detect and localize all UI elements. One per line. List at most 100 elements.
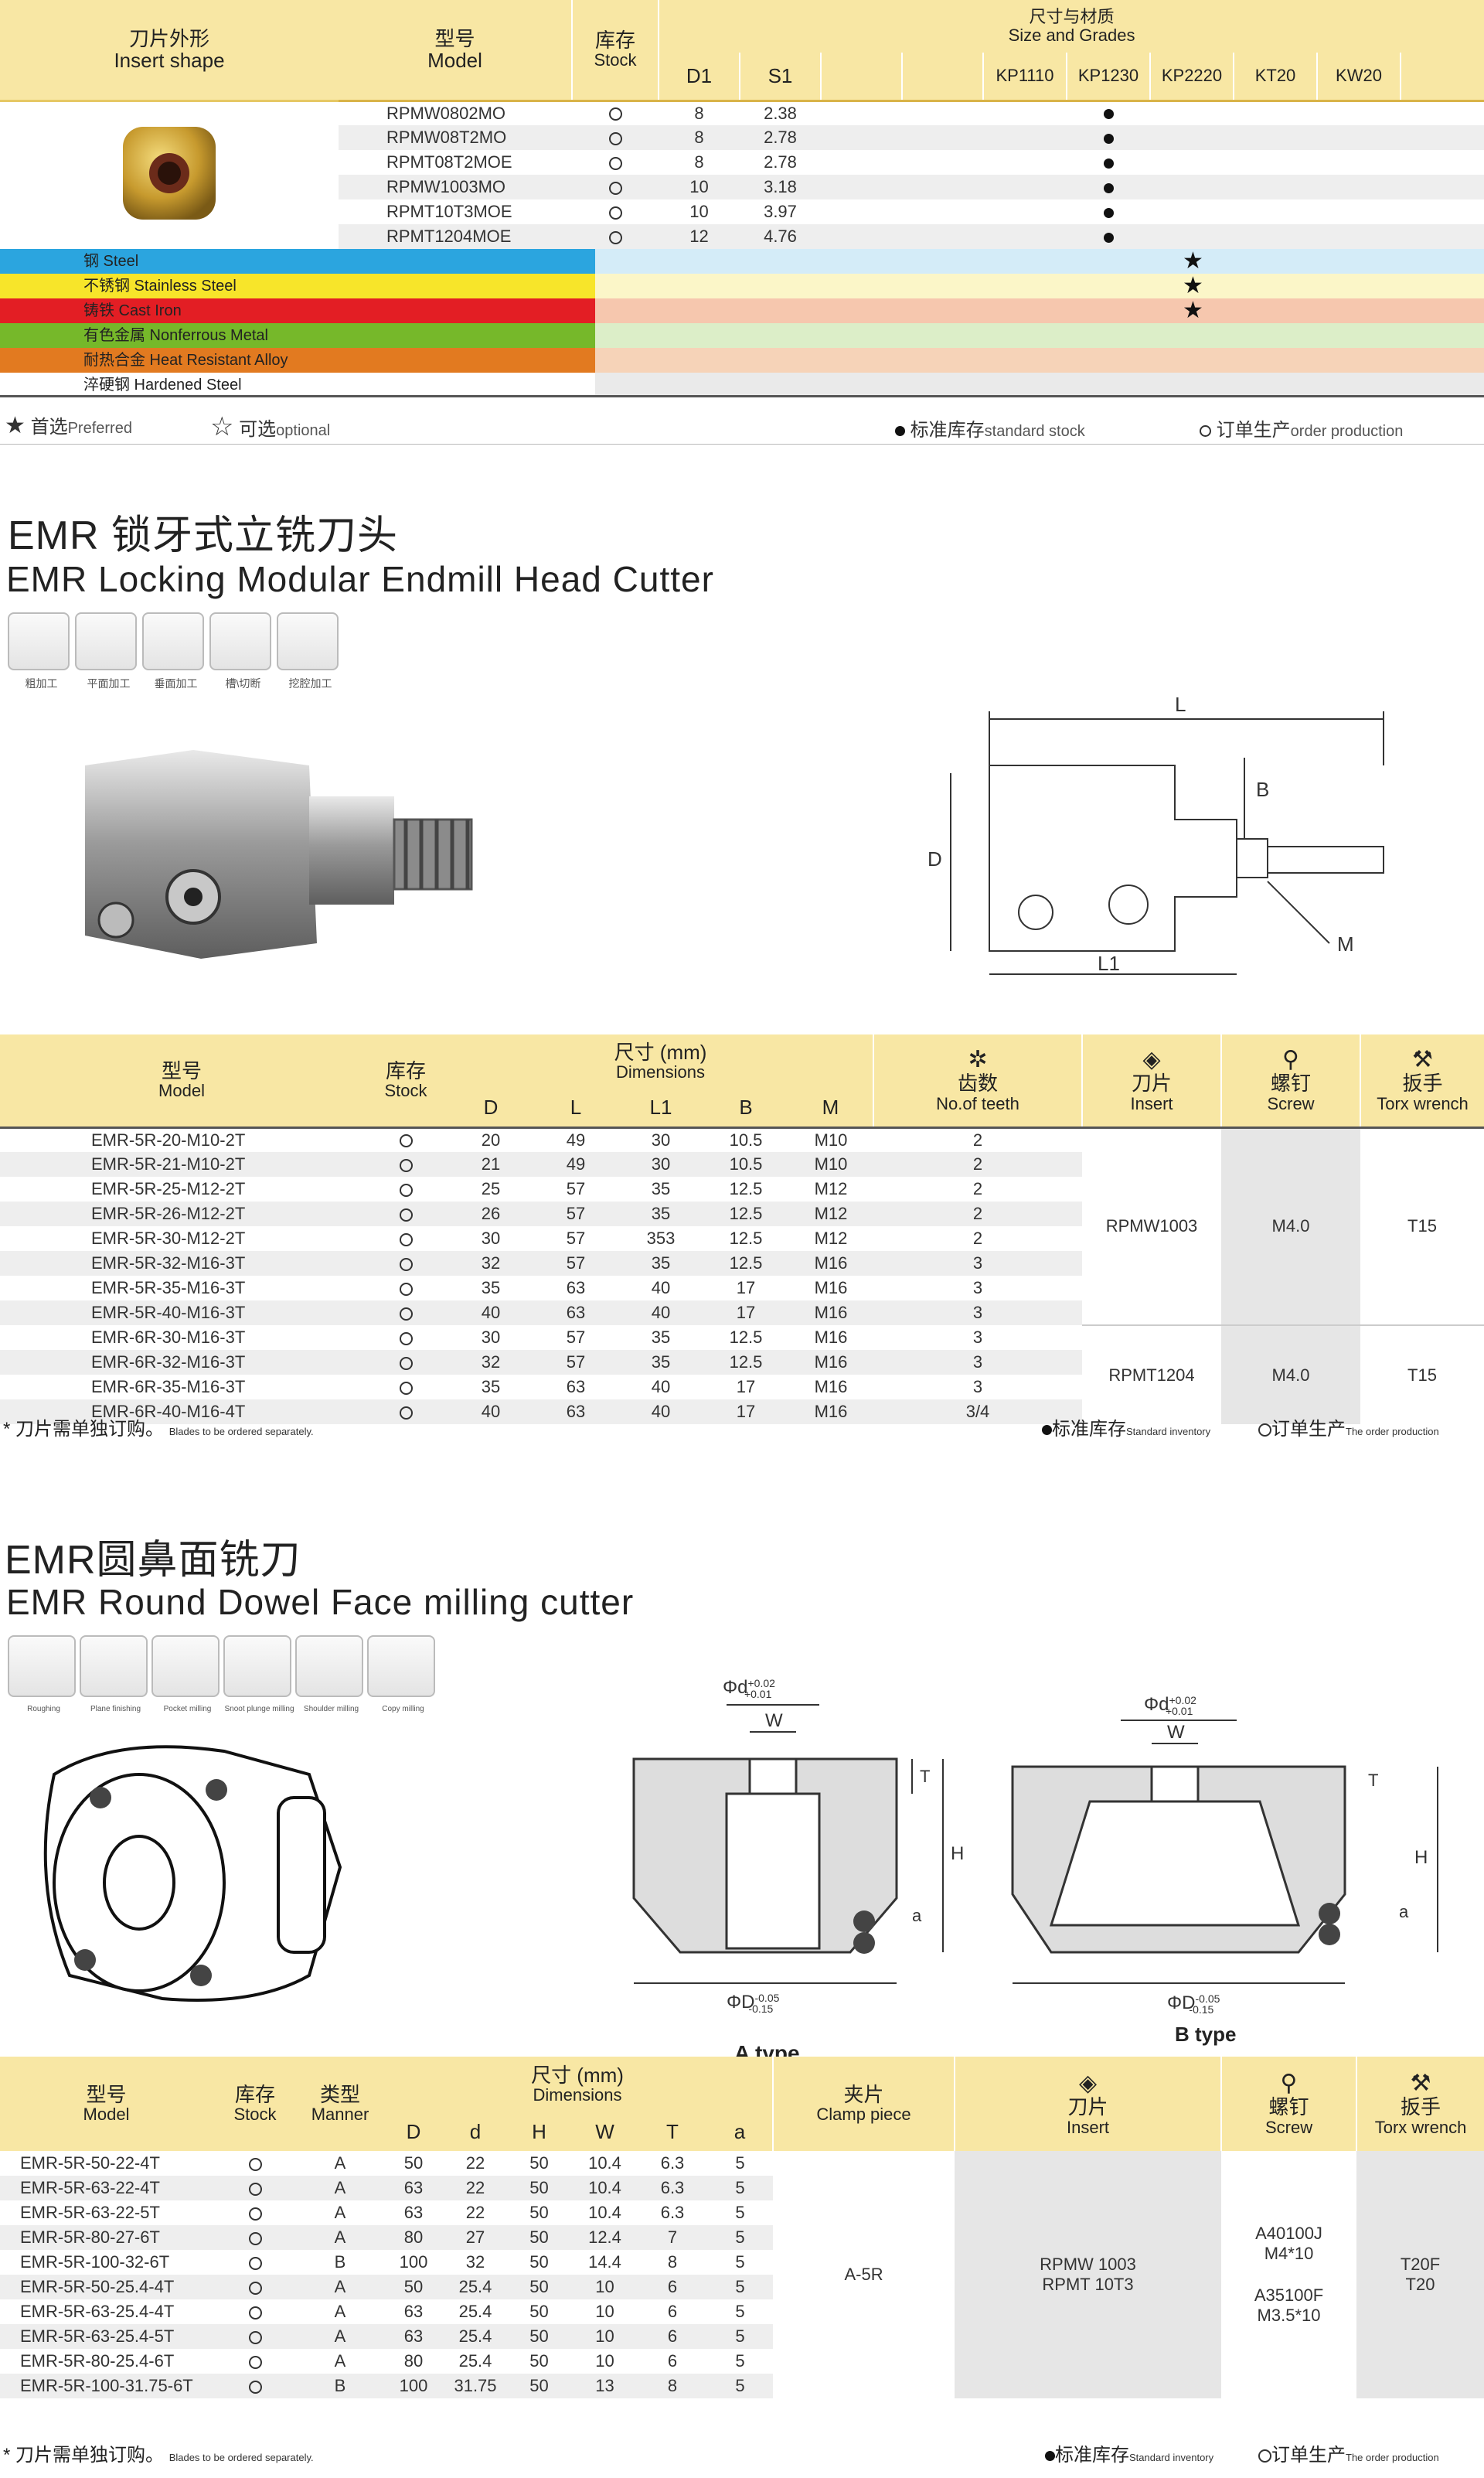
model-cell: RPMT08T2MOE — [339, 150, 572, 175]
hdr-dimensions: 尺寸 (mm)Dimensions — [614, 1040, 707, 1082]
b-cell: 12.5 — [703, 1325, 788, 1350]
m-cell: M12 — [788, 1202, 873, 1226]
screw-icon: ⚲ — [1282, 1047, 1299, 1073]
order-circle-icon — [248, 2256, 262, 2270]
d1-cell: 8 — [659, 150, 740, 175]
m-cell: M16 — [788, 1300, 873, 1325]
h-label: H — [1414, 1847, 1428, 1868]
D-cell: 50 — [383, 2275, 444, 2299]
a-label: a — [1399, 1902, 1409, 1921]
wrench-group-cell: T15 — [1360, 1127, 1484, 1325]
a-type-drawing: Φd+0.02+0.01 W T H a ΦD-0.05-0.15 A type — [632, 1677, 964, 2065]
roughing-icon — [8, 612, 70, 670]
table-row: RPMW1003MO 10 3.18 — [0, 175, 1484, 199]
l1-cell: 40 — [618, 1276, 703, 1300]
teeth-cell: 3 — [873, 1276, 1082, 1300]
emr-locking-dimension-drawing: L B D L1 M — [928, 696, 1384, 975]
stock-cell — [363, 1276, 448, 1300]
d-cell: 22 — [444, 2176, 506, 2200]
op-label: 挖腔加工 — [288, 677, 332, 690]
model-cell: EMR-5R-100-32-6T — [0, 2250, 213, 2275]
T-cell: 8 — [638, 2374, 707, 2398]
model-cell: EMR-5R-40-M16-3T — [0, 1300, 363, 1325]
order-circle-icon — [399, 1158, 413, 1172]
teeth-cell: 3 — [873, 1300, 1082, 1325]
s1-cell: 2.38 — [740, 101, 821, 125]
stock-cell — [572, 199, 659, 224]
emr-round-title-zh: EMR圆鼻面铣刀 — [5, 1538, 301, 1583]
model-cell: EMR-5R-63-22-4T — [0, 2176, 213, 2200]
d-cell: 30 — [448, 1325, 533, 1350]
legend-row: ★ 首选Preferred ☆ 可选optional 标准库存standard … — [0, 397, 1484, 444]
hdr-m: M — [822, 1095, 839, 1119]
w-label: W — [1167, 1722, 1185, 1743]
model-cell: EMR-5R-25-M12-2T — [0, 1177, 363, 1202]
material-bars: 钢 Steel ★ 不锈钢 Stainless Steel ★ 铸铁 Cast … — [0, 249, 1484, 397]
material-hardened: 淬硬钢 Hardened Steel — [0, 373, 1484, 397]
stock-cell — [363, 1251, 448, 1276]
s1-cell: 2.78 — [740, 125, 821, 150]
l-cell: 57 — [533, 1177, 618, 1202]
H-cell: 50 — [506, 2225, 572, 2250]
grade-dot — [1067, 150, 1150, 175]
stock-dot-icon — [1042, 1425, 1052, 1436]
hdr-T: T — [666, 2119, 679, 2143]
W-cell: 10 — [572, 2349, 638, 2374]
stock-cell — [213, 2374, 298, 2398]
d1-cell: 8 — [659, 101, 740, 125]
l-cell: 49 — [533, 1127, 618, 1152]
dim-L: L — [1175, 696, 1186, 716]
plunge-milling-icon — [223, 1635, 291, 1697]
material-label: 耐热合金 Heat Resistant Alloy — [0, 348, 595, 373]
hdr-grade-0: KP1110 — [982, 53, 1067, 101]
emr-locking-cutter-photo — [85, 750, 473, 959]
model-cell: EMR-6R-40-M16-4T — [0, 1399, 363, 1424]
model-cell: EMR-5R-80-25.4-6T — [0, 2349, 213, 2374]
face-milling-icon — [75, 612, 137, 670]
stock-cell — [363, 1325, 448, 1350]
manner-cell: B — [298, 2374, 383, 2398]
teeth-cell: 3 — [873, 1350, 1082, 1375]
a-cell: 5 — [707, 2200, 774, 2225]
D-cell: 50 — [383, 2151, 444, 2176]
model-cell: EMR-6R-35-M16-3T — [0, 1375, 363, 1399]
dim-B: B — [1256, 778, 1269, 801]
material-label: 淬硬钢 Hardened Steel — [0, 373, 595, 395]
s1-cell: 3.18 — [740, 175, 821, 199]
d-cell: 22 — [444, 2151, 506, 2176]
order-circle-icon — [399, 1331, 413, 1345]
d-cell: 35 — [448, 1276, 533, 1300]
d-cell: 32 — [448, 1251, 533, 1276]
d-cell: 26 — [448, 1202, 533, 1226]
emr-locking-title-zh: EMR 锁牙式立铣刀头 — [8, 513, 399, 558]
l-cell: 63 — [533, 1276, 618, 1300]
T-cell: 6.3 — [638, 2151, 707, 2176]
l1-cell: 30 — [618, 1152, 703, 1177]
table-row: RPMW0802MO 8 2.38 — [0, 99, 1484, 249]
insert-shape-image — [0, 99, 339, 249]
insert-rows: RPMW0802MO 8 2.38 RPMW08T2MO 8 2.78 RPMT… — [0, 99, 1484, 249]
d-cell: 32 — [444, 2250, 506, 2275]
phi-d-label: Φd+0.02+0.01 — [1144, 1694, 1196, 1717]
stock-cell — [213, 2349, 298, 2374]
W-cell: 10.4 — [572, 2176, 638, 2200]
D-cell: 63 — [383, 2200, 444, 2225]
l-cell: 63 — [533, 1300, 618, 1325]
order-circle-icon — [399, 1257, 413, 1271]
H-cell: 50 — [506, 2324, 572, 2349]
h-label: H — [951, 1843, 964, 1864]
W-cell: 13 — [572, 2374, 638, 2398]
t-label: T — [920, 1767, 930, 1786]
model-cell: EMR-5R-32-M16-3T — [0, 1251, 363, 1276]
